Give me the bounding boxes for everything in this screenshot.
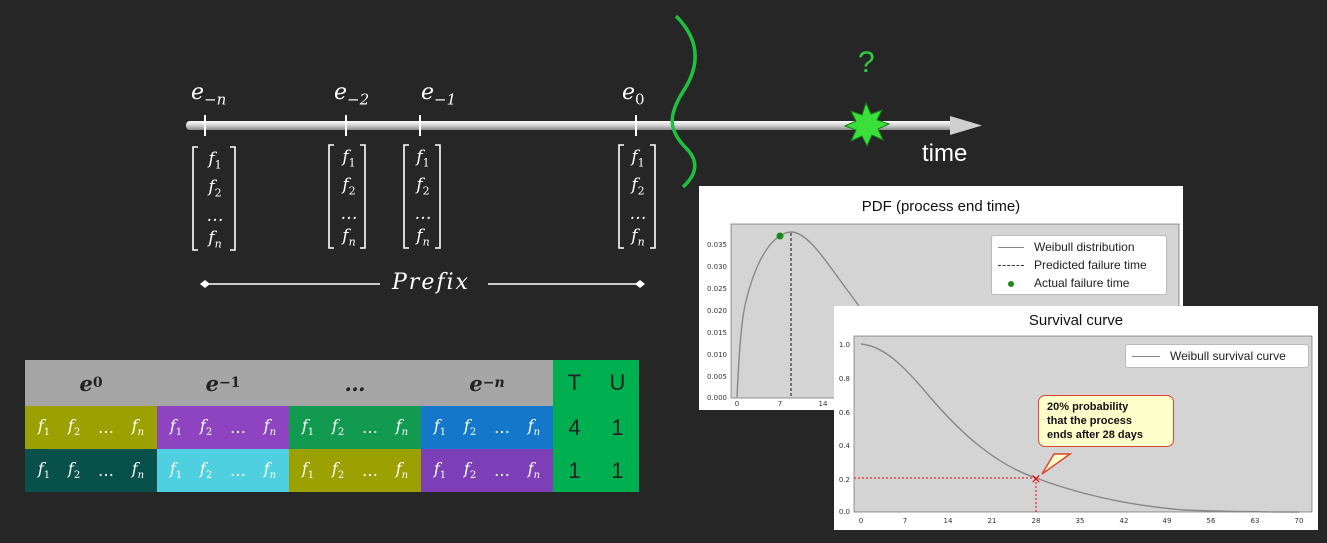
legend-predicted: Predicted failure time <box>998 258 1163 272</box>
pdf-xtick: 7 <box>778 400 782 408</box>
legend-weibull-survival: Weibull survival curve <box>1132 349 1306 363</box>
header-U: U <box>609 370 626 395</box>
surv-xtick: 42 <box>1120 517 1129 525</box>
callout-pointer <box>1041 453 1073 475</box>
header-e-minus-n: e−n <box>469 370 505 396</box>
survival-y-ticks: 1.0 0.8 0.6 0.4 0.2 0.0 <box>839 341 851 516</box>
feature-vector-e-minus-2: f1 f2 … fn <box>340 147 358 249</box>
question-mark: ? <box>858 46 875 79</box>
legend-actual: Actual failure time <box>998 276 1158 290</box>
survival-marker: × <box>1031 472 1042 487</box>
surv-xtick: 21 <box>988 517 997 525</box>
row1-U: 1 <box>611 414 624 440</box>
header-dots: … <box>344 370 366 396</box>
pdf-ytick: 0.030 <box>707 263 727 271</box>
event-ticks <box>204 115 637 136</box>
pdf-ytick: 0.010 <box>707 351 727 359</box>
pdf-xtick: 14 <box>819 400 828 408</box>
surv-ytick: 0.2 <box>839 476 850 484</box>
surv-xtick: 56 <box>1207 517 1216 525</box>
header-e-minus-1: e−1 <box>205 370 241 396</box>
surv-ytick: 0.6 <box>839 409 851 417</box>
event-label-e-0: e0 <box>622 80 645 109</box>
pdf-ytick: 0.015 <box>707 329 727 337</box>
pdf-xtick: 0 <box>735 400 739 408</box>
timeline-diagram <box>186 14 982 288</box>
pdf-ytick: 0.005 <box>707 373 727 381</box>
header-T: T <box>567 370 582 395</box>
surv-ytick: 1.0 <box>839 341 850 349</box>
event-label-e-minus-2: e−2 <box>334 80 370 109</box>
feature-vector-e-0: f1 f2 … fn <box>629 147 647 249</box>
survival-legend: Weibull survival curve <box>1125 344 1309 368</box>
survival-callout: 20% probability that the process ends af… <box>1038 395 1174 447</box>
survival-x-ticks: 0 7 14 21 28 35 42 49 56 63 70 <box>859 517 1304 525</box>
surv-xtick: 63 <box>1251 517 1260 525</box>
surv-ytick: 0.0 <box>839 508 850 516</box>
feature-vector-e-minus-1: f1 f2 … fn <box>414 147 432 249</box>
pdf-ytick: 0.000 <box>707 394 727 402</box>
weibull-pdf-curve <box>736 231 860 398</box>
table-header <box>25 360 553 406</box>
present-wavy-line <box>670 14 697 189</box>
vector-brackets <box>192 144 656 251</box>
pdf-y-ticks: 0.035 0.030 0.025 0.020 0.015 0.010 0.00… <box>707 241 727 402</box>
surv-ytick: 0.8 <box>839 375 850 383</box>
actual-failure-point <box>776 232 784 240</box>
surv-xtick: 70 <box>1295 517 1304 525</box>
time-axis <box>186 121 956 130</box>
surv-xtick: 35 <box>1076 517 1085 525</box>
surv-ytick: 0.4 <box>839 442 851 450</box>
pdf-chart-title: PDF (process end time) <box>861 198 1021 215</box>
event-label-e-minus-1: e−1 <box>421 80 457 109</box>
survival-chart-panel: Survival curve 1.0 0.8 0.6 0.4 0.2 0.0 0… <box>834 306 1318 530</box>
survival-chart-title: Survival curve <box>1028 312 1124 329</box>
time-label: time <box>922 140 968 167</box>
prefix-span <box>200 280 645 288</box>
feature-vector-e-minus-n: f1 f2 … fn <box>206 149 224 251</box>
pdf-ytick: 0.035 <box>707 241 727 249</box>
row2-T: 1 <box>568 457 581 483</box>
row2-U: 1 <box>611 457 624 483</box>
pdf-x-ticks: 0 7 14 <box>735 400 828 408</box>
event-label-e-minus-n: e−n <box>191 80 227 109</box>
pdf-ytick: 0.020 <box>707 307 727 315</box>
legend-weibull: Weibull distribution <box>998 240 1158 254</box>
surv-xtick: 7 <box>903 517 907 525</box>
pdf-legend: Weibull distribution Predicted failure t… <box>991 235 1167 295</box>
event-starburst-icon <box>843 101 891 148</box>
surv-xtick: 49 <box>1163 517 1172 525</box>
prefix-label: Prefix <box>392 270 470 295</box>
row1-T: 4 <box>568 414 581 440</box>
pdf-ytick: 0.025 <box>707 285 727 293</box>
surv-xtick: 28 <box>1032 517 1041 525</box>
surv-xtick: 0 <box>859 517 863 525</box>
surv-xtick: 14 <box>944 517 953 525</box>
tu-column-bg <box>553 360 639 492</box>
time-axis-arrowhead <box>950 116 982 135</box>
